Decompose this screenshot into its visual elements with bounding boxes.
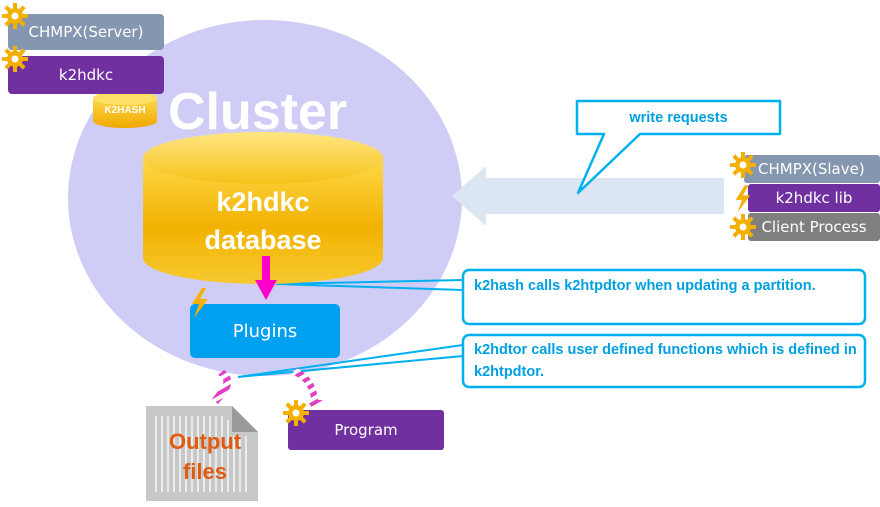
program-box: Program	[288, 410, 444, 450]
database-label: k2hdkc database	[143, 183, 383, 259]
k2hdkc-server-box: k2hdkc	[8, 56, 164, 94]
k2hdtor-callout-shape	[461, 333, 867, 389]
lightning-icon	[192, 288, 208, 318]
gear-icon	[2, 3, 28, 29]
output-striped-arrow	[212, 370, 232, 404]
plugins-box: Plugins	[190, 304, 340, 358]
chmpx-slave-box: CHMPX(Slave)	[744, 155, 880, 183]
database-label-line2: database	[204, 225, 322, 255]
chmpx-slave-label: CHMPX(Slave)	[758, 160, 865, 178]
cluster-title: Cluster	[168, 83, 348, 141]
database-cylinder-top	[143, 132, 383, 184]
output-files-line1: Output	[168, 429, 242, 454]
database-label-line1: k2hdkc	[216, 187, 310, 217]
k2hash-label: K2HASH	[104, 105, 146, 116]
lightning-icon	[735, 185, 751, 213]
write-requests-text: write requests	[629, 110, 728, 126]
program-label: Program	[334, 421, 398, 439]
k2hdkc-lib-label: k2hdkc lib	[775, 189, 853, 207]
output-files-label: Output files	[150, 427, 260, 487]
client-process-label: Client Process	[761, 218, 867, 236]
k2hdtor-callout-text: k2hdtor calls user defined functions whi…	[474, 342, 857, 380]
program-striped-arrow	[292, 368, 323, 410]
k2hdkc-lib-box: k2hdkc lib	[748, 184, 880, 212]
database-cylinder-body	[143, 158, 383, 284]
plugins-label: Plugins	[232, 320, 298, 342]
write-requests-callout-shape	[575, 99, 782, 195]
gear-icon	[730, 152, 756, 178]
gear-icon	[730, 214, 756, 240]
k2hdkc-server-label: k2hdkc	[58, 66, 114, 84]
gear-icon	[2, 46, 28, 72]
pink-arrow	[255, 280, 277, 300]
chmpx-server-box: CHMPX(Server)	[8, 14, 164, 50]
k2hash-cylinder-body	[93, 98, 157, 128]
request-arrow	[452, 166, 724, 226]
output-files-line2: files	[182, 459, 228, 484]
chmpx-server-label: CHMPX(Server)	[28, 23, 144, 41]
client-process-box: Client Process	[748, 213, 880, 241]
gear-icon	[283, 400, 309, 426]
k2hash-callout-text: k2hash calls k2htpdtor when updating a p…	[474, 278, 816, 294]
k2hash-callout-shape	[461, 268, 867, 326]
